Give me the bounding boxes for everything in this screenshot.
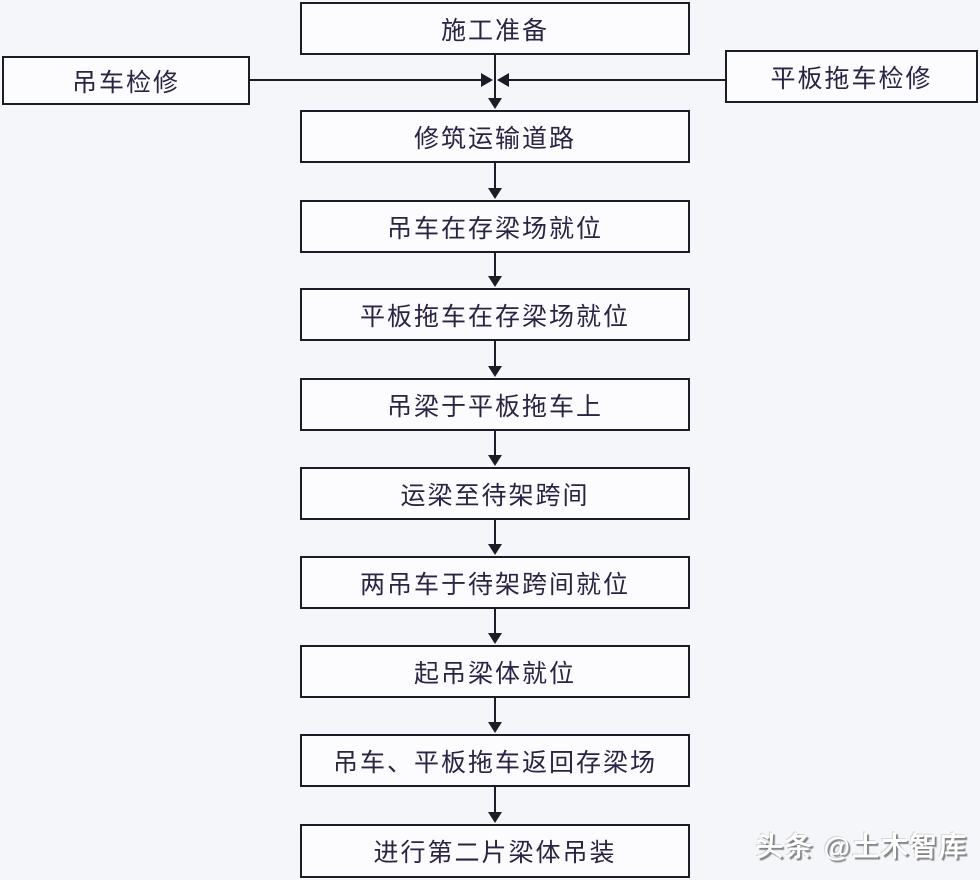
step-two-cranes-in-position: 两吊车于待架跨间就位 [300, 556, 690, 609]
arrow-step7-to-step8 [488, 609, 502, 644]
arrow-step8-to-step9 [488, 698, 502, 733]
step-construction-preparation: 施工准备 [300, 2, 690, 55]
step-label: 平板拖车在存梁场就位 [359, 302, 630, 331]
step-return-to-beam-yard: 吊车、平板拖车返回存梁场 [300, 734, 690, 787]
side-box-crane-maintenance: 吊车检修 [2, 56, 250, 105]
step-hoist-second-beam: 进行第二片梁体吊装 [300, 824, 690, 878]
arrow-step6-to-step7 [488, 520, 502, 555]
step-label: 吊车在存梁场就位 [386, 214, 603, 243]
side-box-label: 平板拖车检修 [770, 64, 933, 93]
step-label: 吊梁于平板拖车上 [386, 392, 603, 421]
arrow-step2-to-step3 [488, 163, 502, 199]
step-label: 两吊车于待架跨间就位 [359, 570, 630, 599]
step-label: 起吊梁体就位 [413, 659, 576, 688]
step-label: 修筑运输道路 [413, 124, 576, 153]
step-label: 进行第二片梁体吊装 [373, 839, 617, 867]
arrow-side-left-to-junction [250, 73, 493, 87]
step-build-transport-road: 修筑运输道路 [300, 110, 690, 163]
step-hoist-beam-into-position: 起吊梁体就位 [300, 645, 690, 698]
arrow-step4-to-step5 [488, 341, 502, 377]
step-label: 吊车、平板拖车返回存梁场 [332, 748, 657, 777]
watermark-toutiao: 头条 @土木智库 [756, 832, 968, 862]
arrow-step3-to-step4 [488, 253, 502, 287]
arrow-step1-to-step2 [488, 54, 502, 109]
side-box-trailer-maintenance: 平板拖车检修 [725, 50, 978, 103]
step-transport-beam-to-span: 运梁至待架跨间 [300, 467, 690, 520]
arrow-step5-to-step6 [488, 431, 502, 466]
step-trailer-at-beam-yard: 平板拖车在存梁场就位 [300, 288, 690, 341]
arrow-side-right-to-junction [497, 73, 725, 87]
step-crane-at-beam-yard: 吊车在存梁场就位 [300, 200, 690, 253]
arrow-step9-to-step10 [488, 787, 502, 823]
side-box-label: 吊车检修 [71, 68, 180, 97]
step-label: 运梁至待架跨间 [400, 481, 590, 510]
step-label: 施工准备 [440, 16, 549, 45]
step-lift-beam-onto-trailer: 吊梁于平板拖车上 [300, 378, 690, 431]
